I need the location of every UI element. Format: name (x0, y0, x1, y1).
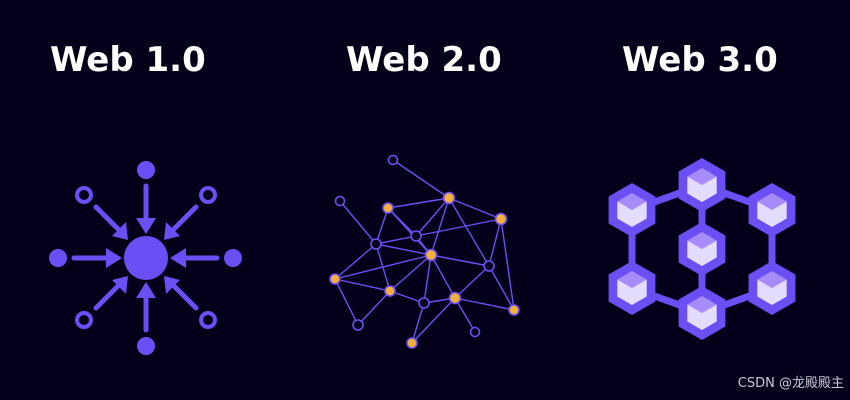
watermark-text: CSDN @龙殿殿主 (738, 376, 844, 392)
hub-node (124, 236, 168, 280)
web3-title: Web 3.0 (622, 38, 778, 82)
block-cube-6 (749, 261, 796, 315)
centralized-hub-icon (40, 150, 252, 362)
web1-title: Web 1.0 (50, 38, 206, 82)
social-network-graph-icon (320, 148, 530, 350)
blockchain-cubes-icon (600, 155, 812, 360)
block-cube-2 (679, 158, 726, 212)
block-cube-3 (749, 183, 796, 237)
web2-title: Web 2.0 (346, 38, 502, 82)
block-cube-7 (679, 286, 726, 340)
block-cube-4 (679, 222, 726, 276)
block-cube-5 (609, 261, 656, 315)
block-cube-1 (609, 183, 656, 237)
